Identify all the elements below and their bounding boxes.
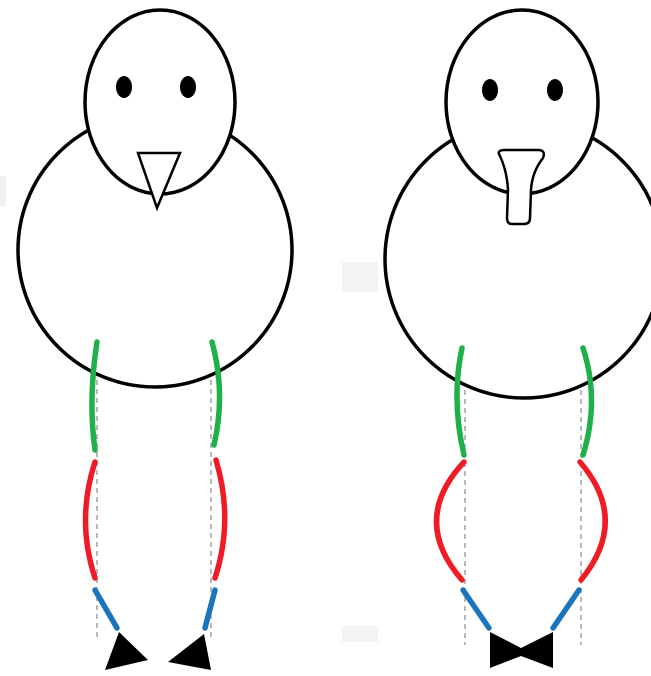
- left-shank: [86, 462, 96, 578]
- left-eye: [116, 76, 132, 98]
- background-artifact: [0, 176, 6, 206]
- right-eye: [547, 79, 563, 101]
- left-shank: [436, 462, 464, 580]
- right-shank: [215, 460, 225, 578]
- background-artifact: [342, 626, 378, 642]
- right-foot: [168, 634, 211, 670]
- joined-feet: [490, 632, 553, 668]
- right-tarsus: [205, 590, 215, 628]
- right-eye: [180, 76, 196, 98]
- left-tarsus: [463, 590, 489, 628]
- right-tarsus: [553, 590, 579, 628]
- left-foot: [105, 632, 148, 670]
- right-shank: [580, 462, 605, 580]
- right-thigh: [212, 342, 220, 445]
- left-tarsus: [95, 590, 117, 628]
- background-artifact: [342, 262, 378, 292]
- left-eye: [482, 79, 498, 101]
- left-thigh: [92, 342, 97, 450]
- bird-left: [18, 10, 292, 670]
- bird-right: [385, 10, 651, 668]
